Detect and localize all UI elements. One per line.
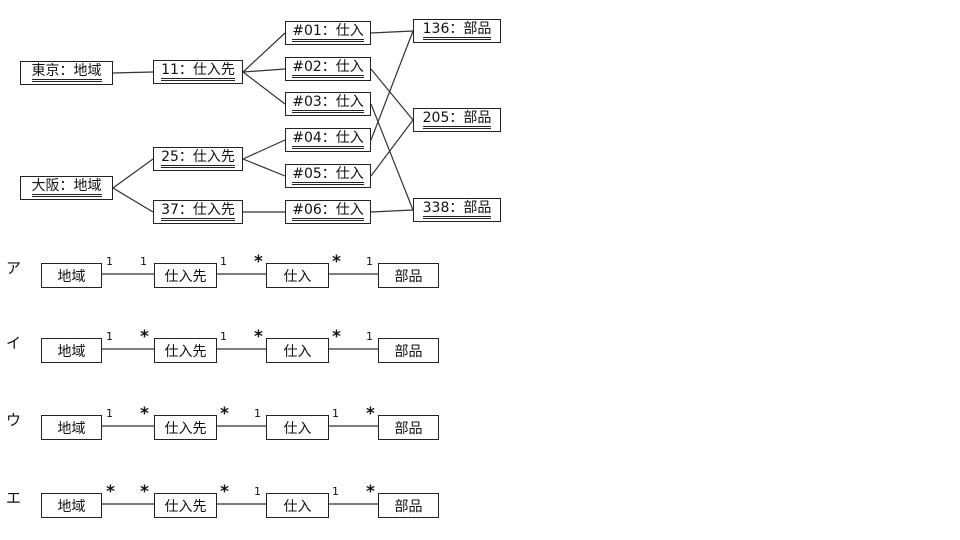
instance-link-s25-p04 (242, 139, 286, 160)
choice-1-multiplicity-3: 1 (220, 255, 227, 268)
choice-3-multiplicity-6: * (366, 404, 375, 424)
choice-3-class-purchase: 仕入 (266, 415, 329, 440)
choice-4-multiplicity-2: * (140, 482, 149, 502)
choice-2-multiplicity-2: * (140, 327, 149, 347)
instance-supplier-25: 25：仕入先 (153, 147, 243, 171)
instance-purchase-04: #04：仕入 (285, 128, 371, 152)
instance-link-s11-p03 (242, 71, 286, 105)
choice-1-multiplicity-4: * (254, 252, 263, 272)
choice-3-multiplicity-3: * (220, 404, 229, 424)
instance-purchase-04-label: #04：仕入 (292, 131, 364, 149)
choice-4-multiplicity-4: 1 (254, 485, 261, 498)
choice-1-class-part: 部品 (378, 263, 439, 288)
instance-tokyo-region: 東京：地域 (20, 61, 113, 85)
instance-purchase-01: #01：仕入 (285, 21, 371, 45)
choice-2-class-part: 部品 (378, 338, 439, 363)
choice-3-multiplicity-4: 1 (254, 407, 261, 420)
instance-purchase-02-label: #02：仕入 (292, 60, 364, 78)
choice-label-3: ウ (6, 411, 22, 429)
choice-association-lines (102, 273, 378, 505)
instance-purchase-05: #05：仕入 (285, 164, 371, 188)
instance-link-p02-b205 (370, 68, 414, 121)
instance-part-205: 205：部品 (413, 108, 501, 132)
choice-4-multiplicity-3: * (220, 482, 229, 502)
instance-purchase-02: #02：仕入 (285, 57, 371, 81)
choice-3-multiplicity-2: * (140, 404, 149, 424)
instance-link-osaka-s25 (112, 158, 154, 189)
instance-part-136-label: 136：部品 (422, 22, 492, 40)
choice-1-multiplicity-5: * (332, 252, 341, 272)
instance-purchase-03: #03：仕入 (285, 92, 371, 116)
instance-part-338: 338：部品 (413, 198, 501, 222)
choice-2-multiplicity-1: 1 (106, 330, 113, 343)
instance-link-p01-b136 (370, 30, 414, 34)
choice-label-2: イ (6, 334, 22, 352)
choice-1-multiplicity-1: 1 (106, 255, 113, 268)
instance-link-tokyo-s11 (112, 71, 154, 74)
choice-2-multiplicity-6: 1 (366, 330, 373, 343)
choice-1-multiplicity-6: 1 (366, 255, 373, 268)
instance-purchase-06-label: #06：仕入 (292, 203, 364, 221)
choice-3-class-region: 地域 (41, 415, 102, 440)
choice-3-multiplicity-1: 1 (106, 407, 113, 420)
instance-tokyo-region-label: 東京：地域 (31, 64, 102, 82)
choice-2-multiplicity-5: * (332, 327, 341, 347)
choice-2-class-region: 地域 (41, 338, 102, 363)
choice-3-class-supplier: 仕入先 (154, 415, 217, 440)
instance-link-s11-p01 (242, 32, 286, 73)
choice-4-class-supplier: 仕入先 (154, 493, 217, 518)
instance-purchase-01-label: #01：仕入 (292, 24, 364, 42)
instance-osaka-region: 大阪：地域 (20, 176, 113, 200)
choice-1-multiplicity-2: 1 (140, 255, 147, 268)
choice-4-multiplicity-6: * (366, 482, 375, 502)
choice-1-class-purchase: 仕入 (266, 263, 329, 288)
instance-supplier-37-label: 37：仕入先 (161, 203, 235, 221)
instance-supplier-11-label: 11：仕入先 (161, 63, 235, 81)
choice-1-class-region: 地域 (41, 263, 102, 288)
choice-2-multiplicity-4: * (254, 327, 263, 347)
choice-2-class-purchase: 仕入 (266, 338, 329, 363)
choice-4-multiplicity-5: 1 (332, 485, 339, 498)
instance-supplier-37: 37：仕入先 (153, 200, 243, 224)
instance-osaka-region-label: 大阪：地域 (31, 179, 102, 197)
choice-3-multiplicity-5: 1 (332, 407, 339, 420)
instance-purchase-03-label: #03：仕入 (292, 95, 364, 113)
choice-label-1: ア (6, 259, 22, 277)
instance-purchase-05-label: #05：仕入 (292, 167, 364, 185)
instance-supplier-11: 11：仕入先 (153, 60, 243, 84)
instance-part-338-label: 338：部品 (422, 201, 492, 219)
instance-supplier-25-label: 25：仕入先 (161, 150, 235, 168)
choice-1-class-supplier: 仕入先 (154, 263, 217, 288)
instance-link-s25-p05 (242, 158, 286, 177)
instance-part-205-label: 205：部品 (422, 111, 492, 129)
instance-part-136: 136：部品 (413, 19, 501, 43)
choice-2-multiplicity-3: 1 (220, 330, 227, 343)
choice-4-class-purchase: 仕入 (266, 493, 329, 518)
choice-3-class-part: 部品 (378, 415, 439, 440)
instance-link-p04-b136 (370, 30, 414, 141)
instance-links (112, 30, 414, 213)
choice-label-4: エ (6, 489, 22, 507)
instance-link-p03-b338 (370, 103, 414, 211)
instance-link-s11-p02 (242, 68, 286, 73)
instance-link-p06-b338 (370, 209, 414, 213)
instance-link-p05-b205 (370, 119, 414, 177)
instance-purchase-06: #06：仕入 (285, 200, 371, 224)
instance-link-osaka-s37 (112, 187, 154, 213)
choice-4-class-region: 地域 (41, 493, 102, 518)
choice-2-class-supplier: 仕入先 (154, 338, 217, 363)
choice-4-class-part: 部品 (378, 493, 439, 518)
choice-4-multiplicity-1: * (106, 482, 115, 502)
